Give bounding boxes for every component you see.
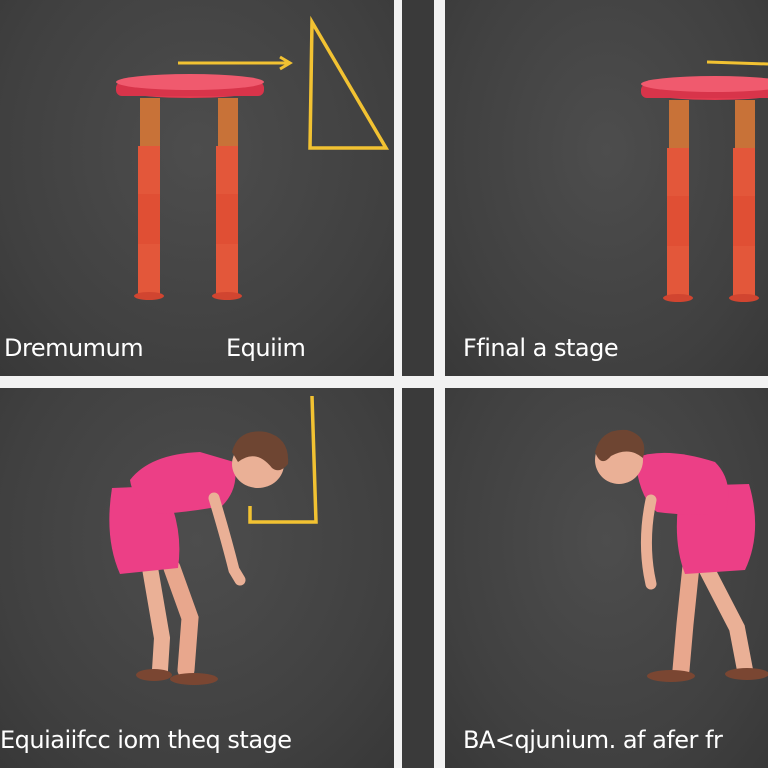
stool-illustration-right bbox=[641, 60, 768, 302]
triangle-shape bbox=[308, 15, 390, 150]
caption: BA<qjunium. af afer fr bbox=[463, 726, 723, 754]
caption: Equiaiifcc iom theq stage bbox=[0, 726, 292, 754]
panel-stool-right: Ffinal a stage bbox=[445, 0, 768, 376]
stool-illustration bbox=[116, 15, 390, 300]
panel-stool-left: Dremumum Equiim bbox=[0, 0, 394, 376]
panel-divider-top bbox=[402, 0, 434, 376]
panel-divider-bottom bbox=[402, 388, 434, 768]
panel-person-left: Equiaiifcc iom theq stage bbox=[0, 388, 394, 768]
panel-person-right: BA<qjunium. af afer fr bbox=[445, 388, 768, 768]
caption-right: Equiim bbox=[226, 334, 306, 362]
person-bending-illustration bbox=[109, 395, 318, 685]
caption-left: Dremumum bbox=[4, 334, 144, 362]
person-bending-illustration-right bbox=[595, 429, 768, 682]
caption: Ffinal a stage bbox=[463, 334, 619, 362]
